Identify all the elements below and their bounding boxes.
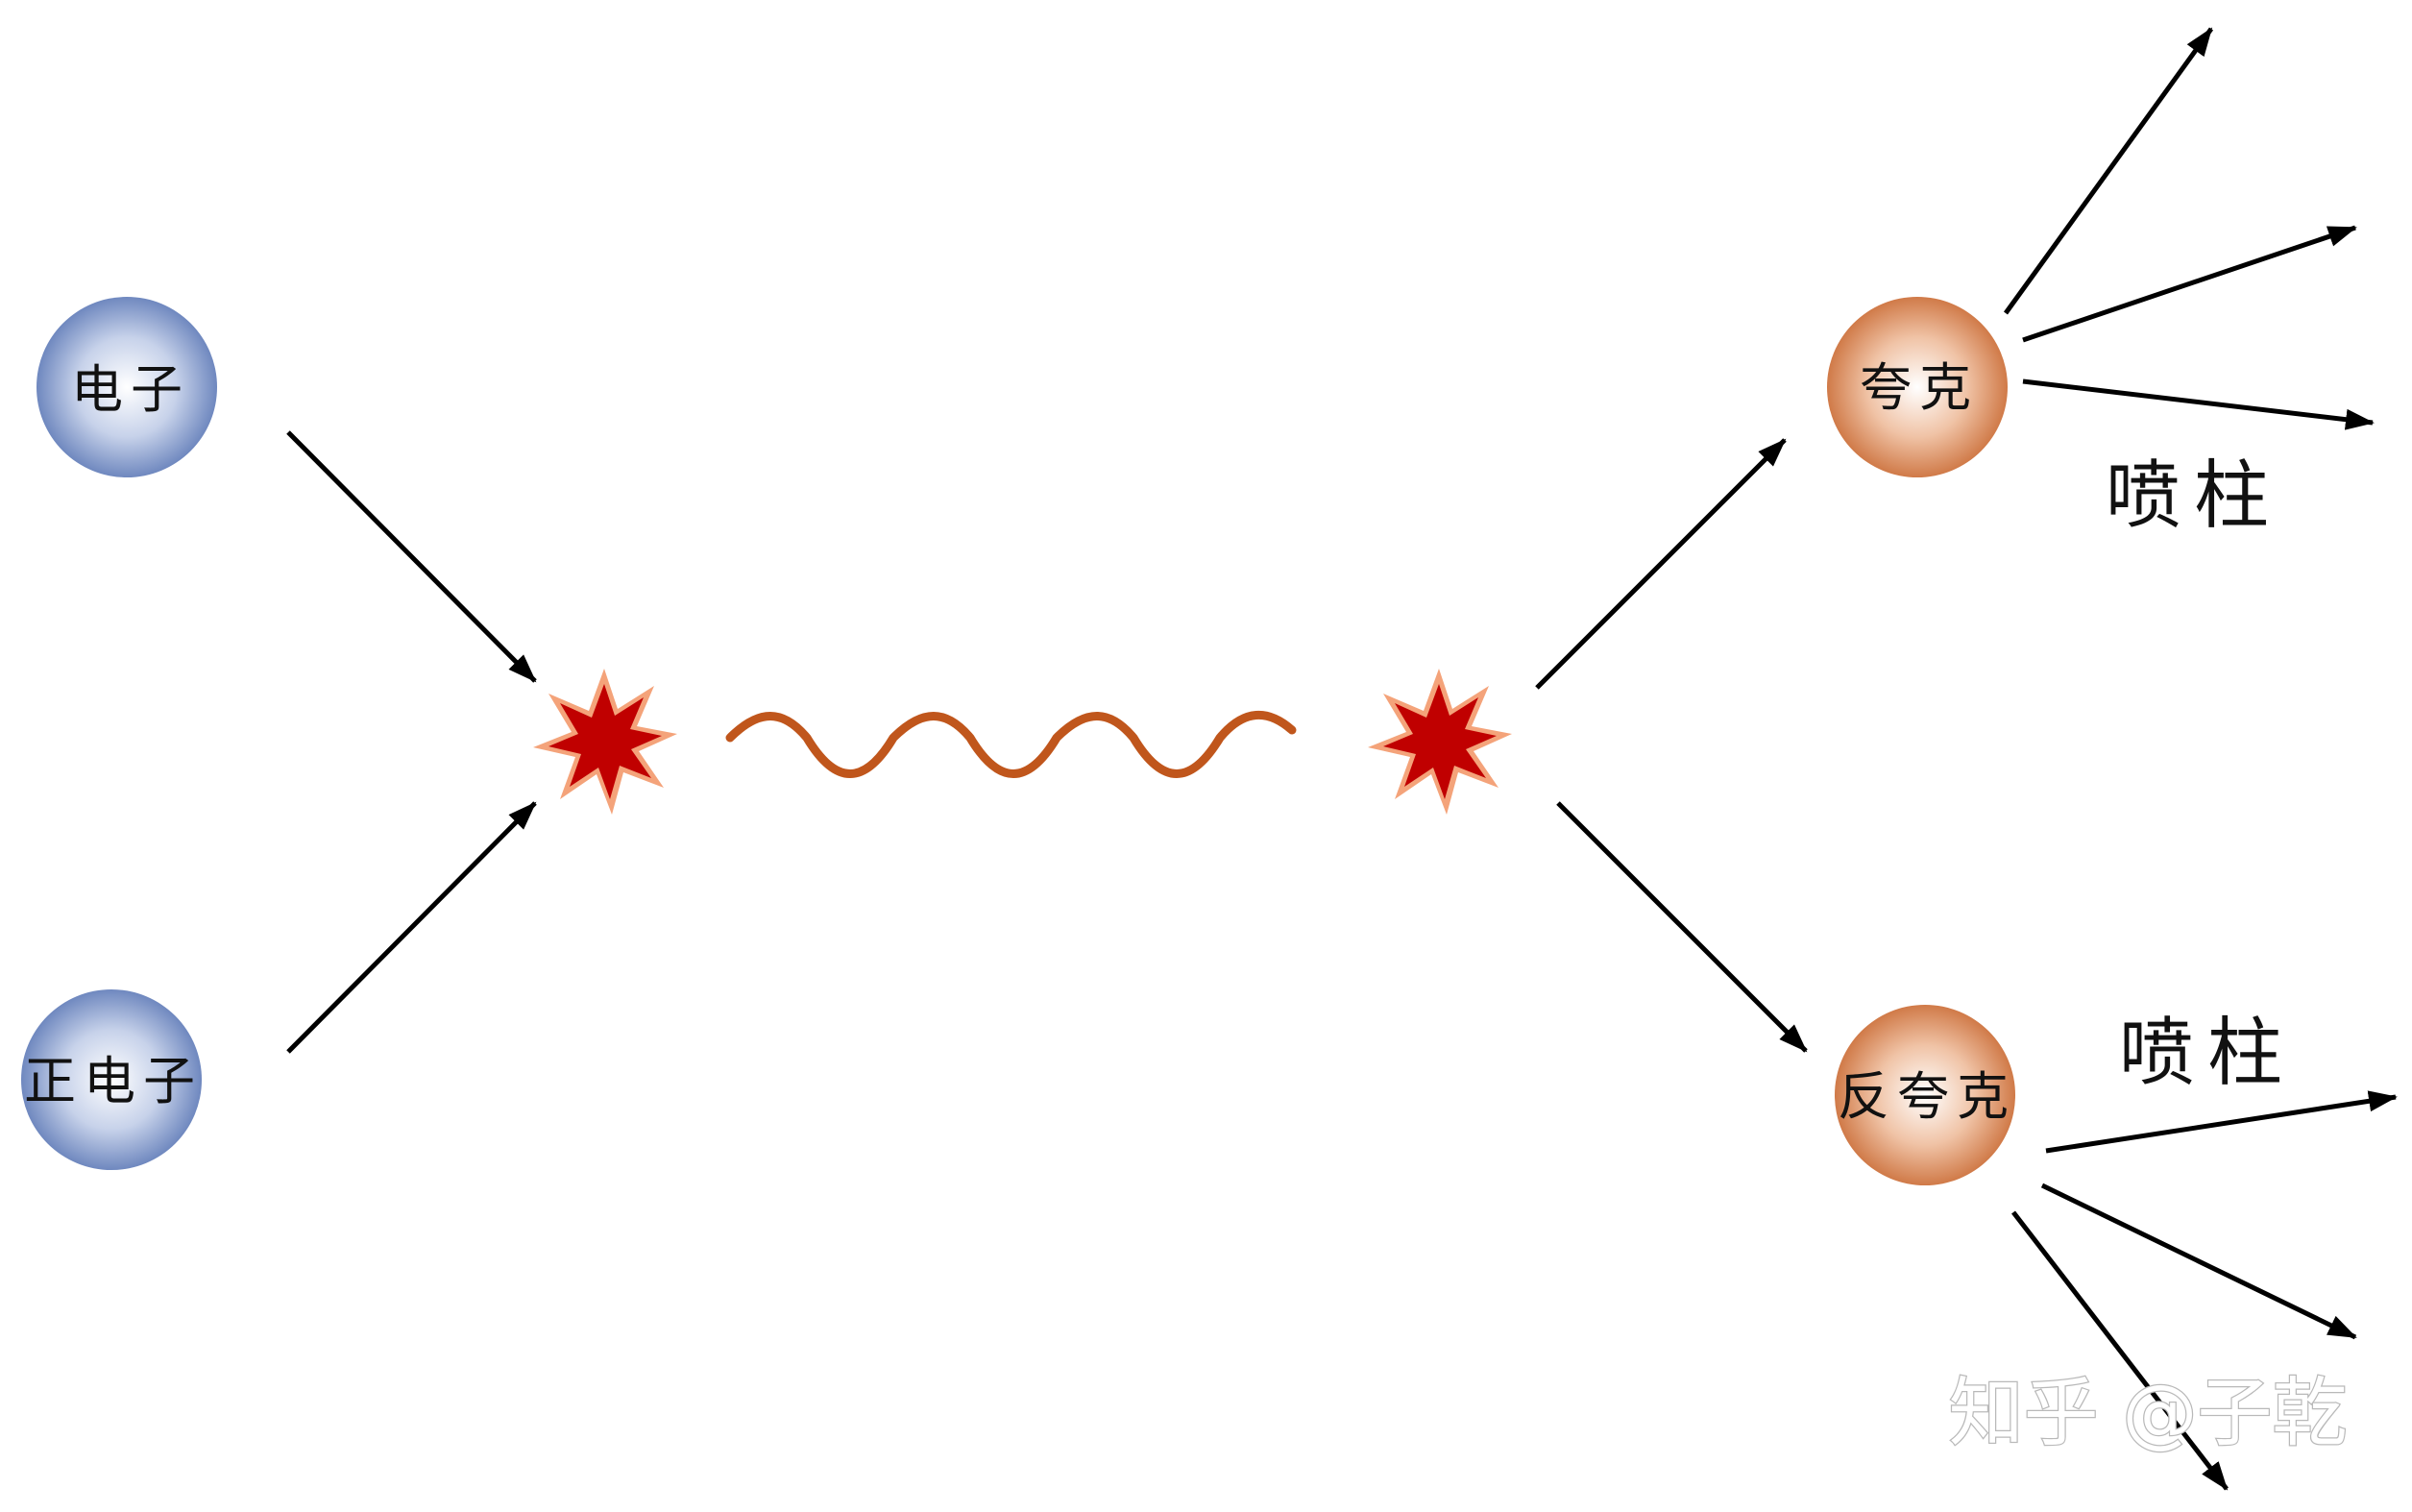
electron-label: 电子 (71, 359, 190, 420)
electron-node: 电子 (37, 297, 217, 477)
positron-arrow (286, 801, 537, 1054)
annihilation-burst-right (1368, 669, 1512, 815)
positron-sphere (21, 989, 202, 1170)
quark-arrow (1535, 438, 1787, 690)
quark-label: 夸克 (1860, 357, 1979, 418)
electron-arrow (286, 430, 537, 683)
jet-arrow (2003, 27, 2214, 315)
positron-label: 正电子 (24, 1051, 203, 1111)
upper-jet-label: 喷柱 (2106, 453, 2282, 540)
jet-arrow (2022, 225, 2357, 343)
lower-jet-label: 喷柱 (2119, 1011, 2296, 1097)
antiquark-sphere (1835, 1005, 2015, 1185)
antiquark-arrow (1556, 801, 1808, 1053)
watermark-text: 知乎 @子乾 (1949, 1370, 2348, 1456)
jet-arrow (2045, 1090, 2398, 1154)
annihilation-burst-left (533, 669, 677, 815)
jet-arrow (2011, 1210, 2229, 1491)
antiquark-node: 反夸克 (1835, 1005, 2016, 1185)
virtual-photon-wave (725, 711, 1297, 778)
antiquark-label: 反夸克 (1838, 1066, 2016, 1127)
quark-sphere (1827, 297, 2008, 477)
jet-arrow (2040, 1183, 2357, 1340)
upper-jet-arrows (2003, 27, 2375, 430)
jet-arrow (2022, 378, 2375, 430)
positron-node: 正电子 (21, 989, 203, 1170)
lower-jet-arrows (2011, 1090, 2398, 1491)
electron-sphere (37, 297, 217, 477)
quark-node: 夸克 (1827, 297, 2008, 477)
